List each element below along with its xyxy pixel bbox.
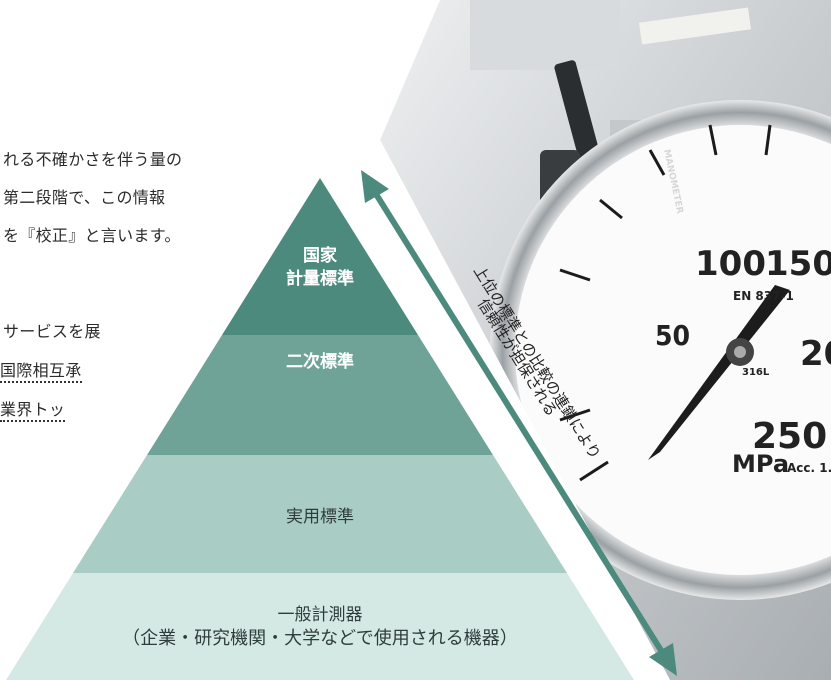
industry-top-link[interactable]: 業界トッ bbox=[0, 400, 66, 422]
gauge-standard: EN 837-1 bbox=[733, 289, 794, 303]
gauge-label-250: 250 bbox=[752, 416, 827, 457]
arrow-head-down-icon bbox=[649, 643, 677, 676]
tier-working-label: 実用標準 bbox=[286, 507, 354, 527]
gauge-unit: MPa bbox=[732, 450, 789, 478]
tier-general-label-1: 一般計測器 bbox=[277, 605, 363, 625]
gauge-accuracy: Acc. 1.0 bbox=[787, 461, 831, 475]
gauge-label-100: 100 bbox=[695, 244, 766, 284]
gauge-label-150: 150 bbox=[765, 244, 831, 284]
service-text-line-3[interactable]: 業界トッ bbox=[0, 400, 66, 422]
gauge-ticks bbox=[559, 124, 772, 482]
gauge-label-200: 20 bbox=[800, 334, 831, 374]
comparison-chain-arrow bbox=[361, 170, 677, 676]
intro-text-line-1: れる不確かさを伴う量の bbox=[3, 150, 183, 169]
tier-national-standard bbox=[222, 178, 418, 335]
tier-general-label-2: （企業・研究機関・大学などで使用される機器） bbox=[122, 628, 518, 649]
intro-text-line-2: 第二段階で、この情報 bbox=[3, 188, 166, 207]
intro-text-line-3: を『校正』と言います。 bbox=[3, 226, 181, 245]
tier-secondary-standard bbox=[147, 335, 493, 455]
gauge-label-50: 50 bbox=[655, 319, 690, 352]
tier-general-instruments bbox=[6, 573, 634, 680]
gauge-material: 316L bbox=[742, 367, 770, 378]
mutual-recognition-link[interactable]: 国際相互承 bbox=[0, 361, 82, 383]
tier-secondary-label: 二次標準 bbox=[286, 352, 354, 372]
gauge-needle bbox=[648, 285, 790, 460]
tier-national-label-2: 計量標準 bbox=[286, 269, 354, 289]
service-text-line-1: サービスを展 bbox=[3, 322, 101, 341]
tier-working-standard bbox=[73, 455, 567, 573]
tier-national-label-1: 国家 bbox=[303, 246, 337, 266]
service-text-line-2[interactable]: 国際相互承 bbox=[0, 361, 82, 383]
arrow-head-up-icon bbox=[361, 170, 389, 203]
